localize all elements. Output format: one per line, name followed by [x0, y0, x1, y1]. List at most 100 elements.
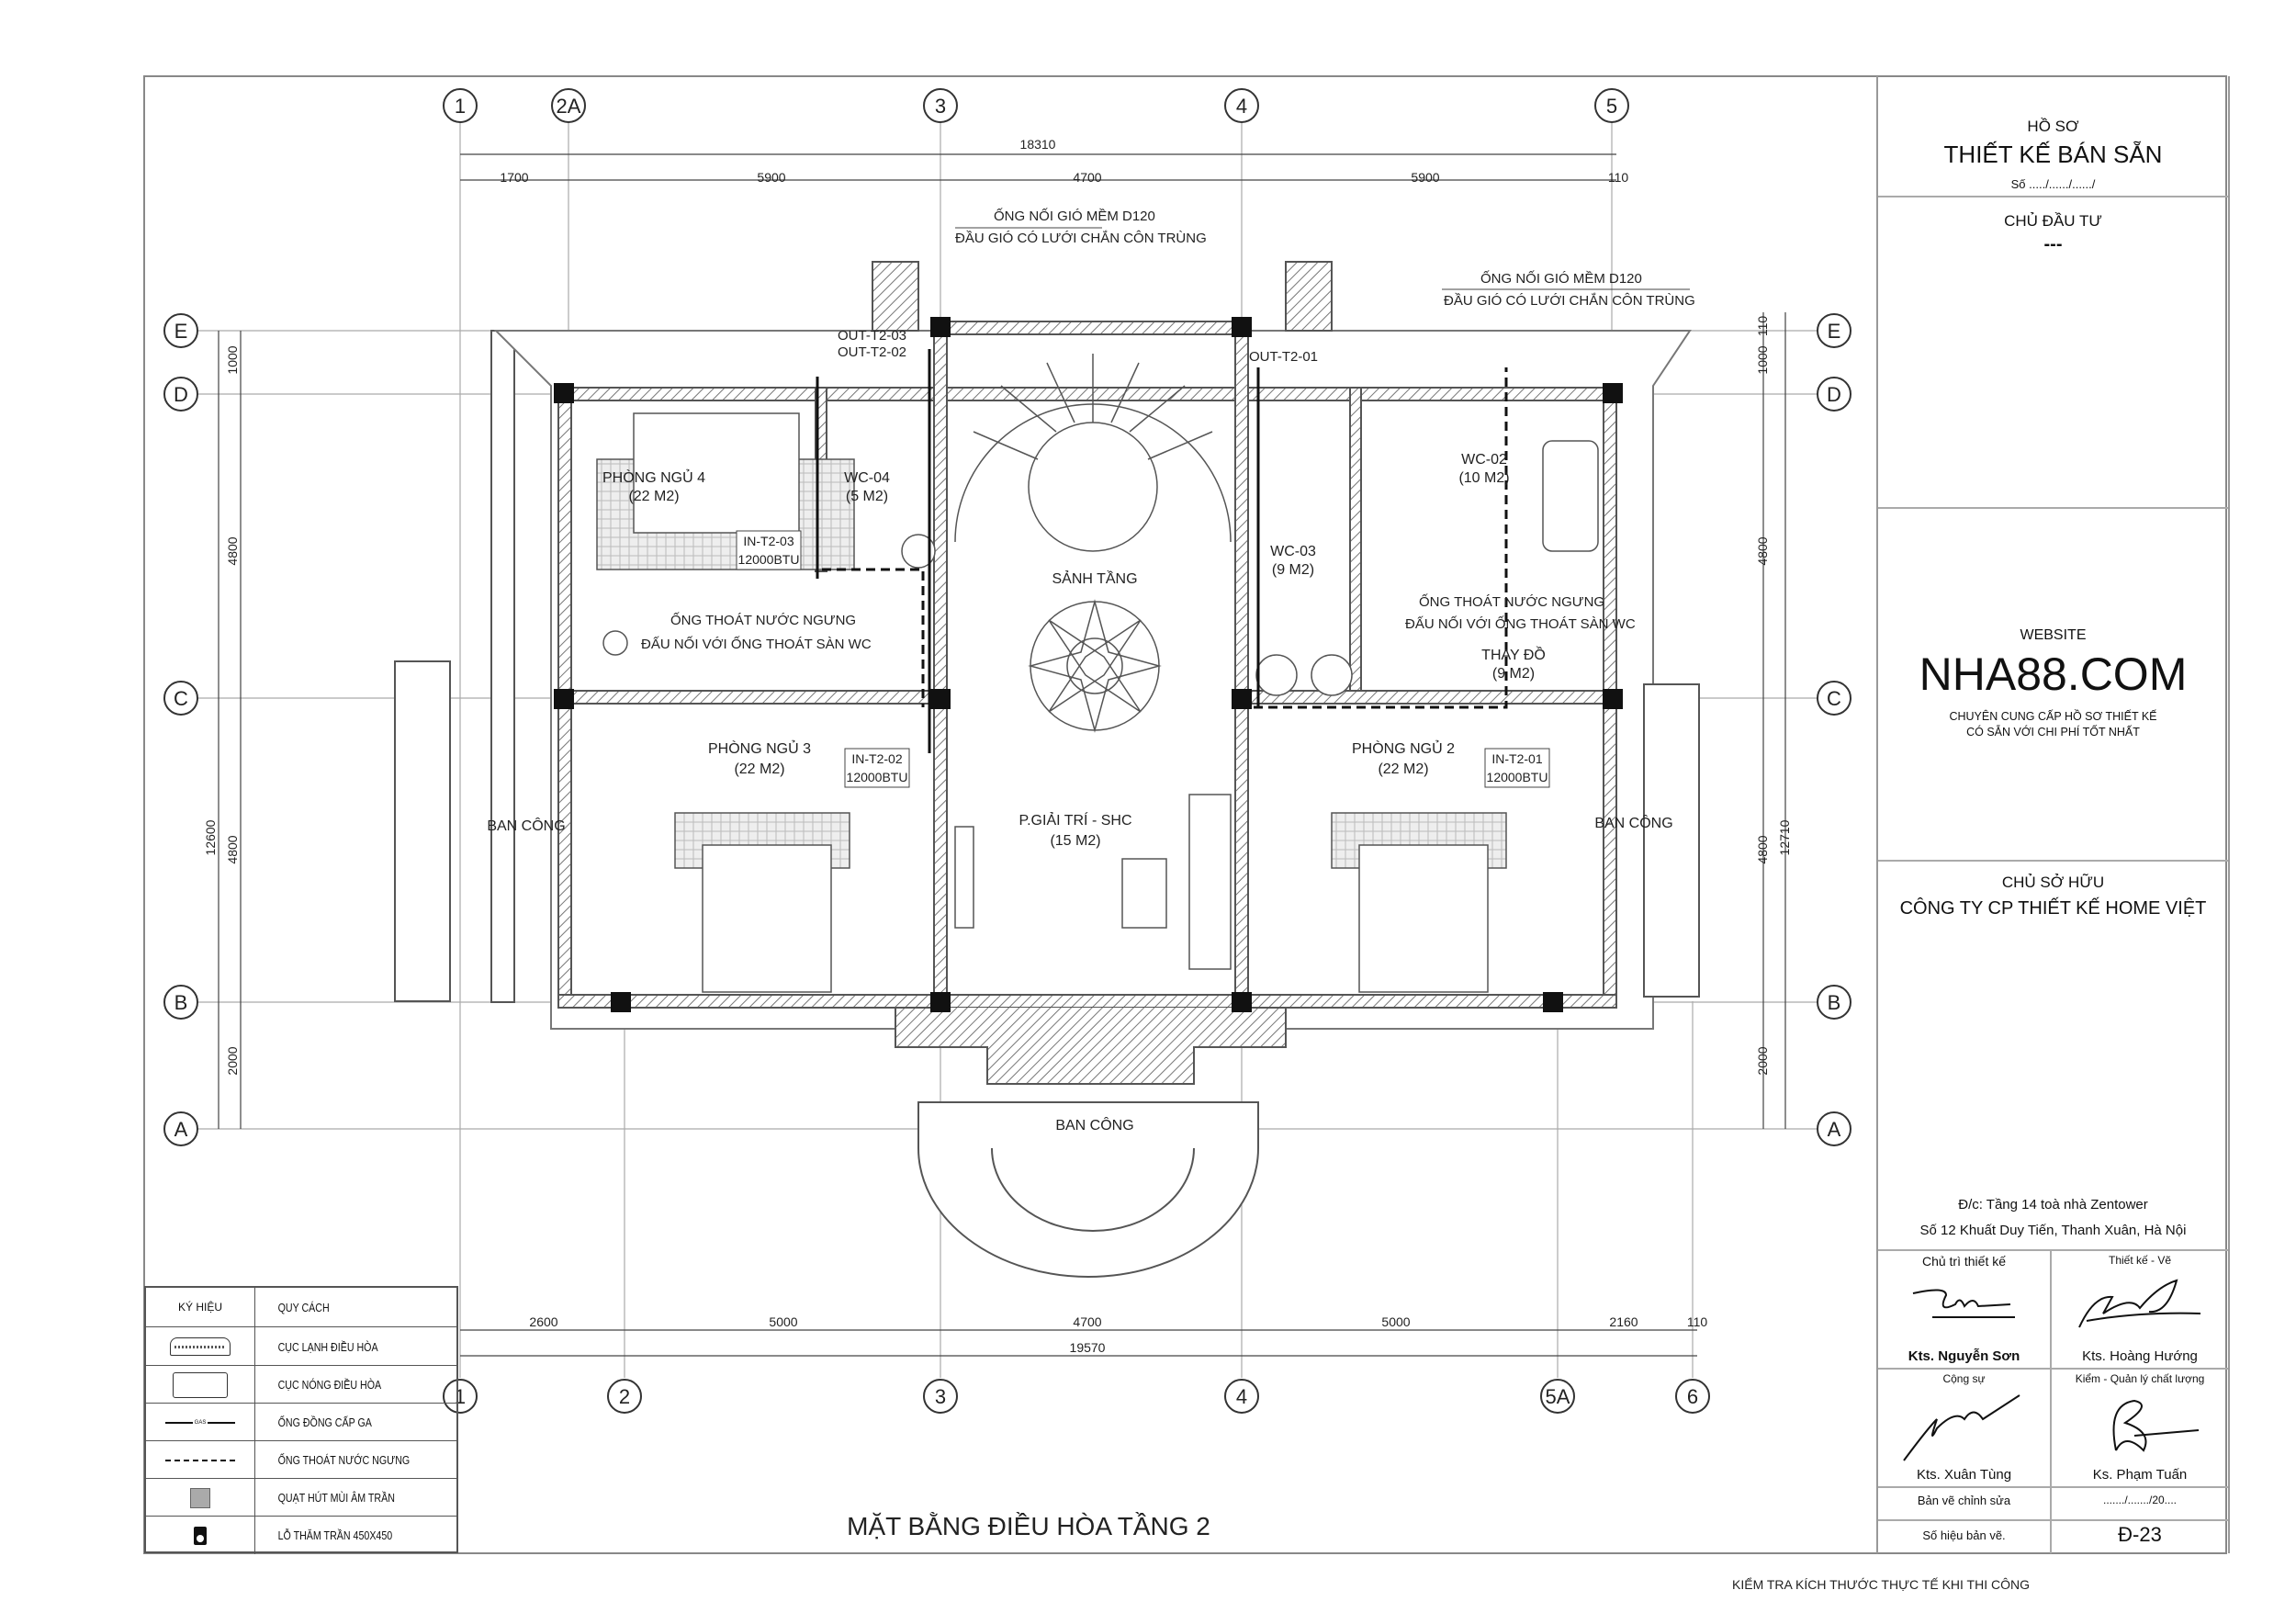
svg-text:(22 M2): (22 M2)	[734, 761, 784, 777]
dim-value: 5900	[757, 170, 785, 185]
svg-text:D: D	[1827, 383, 1841, 406]
dim-value: 1000	[225, 345, 240, 374]
axis-bubble: 4	[1224, 88, 1259, 123]
owner-label: CHỦ SỞ HỮU	[2001, 874, 2105, 891]
axis-bubbles-top: 1 2A 3 4 5	[443, 88, 1629, 123]
room-label: P.GIẢI TRÍ - SHC(15 M2)	[1019, 811, 1132, 849]
svg-text:2A: 2A	[557, 95, 581, 118]
gas-pipes	[816, 349, 1260, 753]
room-label: BAN CÔNG	[1594, 814, 1672, 831]
svg-text:(9 M2): (9 M2)	[1272, 562, 1314, 578]
columns	[554, 317, 1623, 1012]
owner-value: CÔNG TY CP THIẾT KẾ HOME VIỆT	[1899, 898, 2207, 919]
dim-right-total: 12710	[1777, 819, 1792, 855]
svg-text:P.GIẢI TRÍ - SHC: P.GIẢI TRÍ - SHC	[1019, 811, 1132, 829]
floor-star-medallion	[1028, 599, 1162, 733]
title-block: HỒ SƠ THIẾT KẾ BÁN SẴN Số ...../....../.…	[1876, 76, 2230, 1553]
dim-value: 4700	[1073, 1314, 1101, 1329]
svg-text:SẢNH TẦNG: SẢNH TẦNG	[1052, 570, 1137, 587]
dim-value: 2000	[225, 1046, 240, 1075]
outdoor-unit-tags: OUT-T2-03 OUT-T2-02 OUT-T2-01	[838, 328, 1318, 365]
svg-text:A: A	[174, 1118, 188, 1141]
svg-text:(22 M2): (22 M2)	[628, 489, 679, 504]
svg-text:B: B	[174, 991, 188, 1014]
svg-text:D: D	[174, 383, 188, 406]
axis-bubble: 4	[1224, 1379, 1259, 1414]
axis-bubble: E	[1817, 313, 1851, 348]
legend-row: CỤC NÓNG ĐIỀU HÒA	[146, 1365, 456, 1404]
address-line-1: Đ/c: Tầng 14 toà nhà Zentower	[1958, 1197, 2148, 1212]
room-label: BAN CÔNG	[1055, 1116, 1133, 1133]
axis-bubble: B	[1817, 985, 1851, 1020]
axis-bubble: 2	[607, 1379, 642, 1414]
svg-text:OUT-T2-03: OUT-T2-03	[838, 328, 906, 344]
sheet-border	[143, 75, 2227, 1554]
axis-bubble: C	[1817, 681, 1851, 716]
svg-text:ỐNG THOÁT NƯỚC NGƯNG: ỐNG THOÁT NƯỚC NGƯNG	[670, 612, 856, 628]
svg-text:WC-02: WC-02	[1461, 452, 1507, 468]
indoor-unit-tag: IN-T2-01 12000BTU	[1484, 748, 1550, 788]
indoor-unit-tag: IN-T2-03 12000BTU	[736, 530, 802, 570]
room-label: WC-02 (10 M2)	[1458, 452, 1509, 486]
dim-value: 1700	[500, 170, 528, 185]
dim-value: 110	[1608, 170, 1629, 185]
svg-text:4: 4	[1236, 95, 1247, 118]
legend-table: KÝ HIỆU QUY CÁCH CỤC LẠNH ĐIỀU HÒA CỤC N…	[144, 1286, 458, 1554]
axis-bubble: A	[1817, 1111, 1851, 1146]
tagline-line-2: CÓ SẴN VỚI CHI PHÍ TỐT NHẤT	[1966, 726, 2140, 739]
svg-text:12000BTU: 12000BTU	[738, 552, 800, 567]
svg-text:ĐẦU GIÓ CÓ LƯỚI CHẮN CÔN TRÙNG: ĐẦU GIÓ CÓ LƯỚI CHẮN CÔN TRÙNG	[955, 230, 1207, 246]
dim-value: 2160	[1609, 1314, 1638, 1329]
dim-value: 4800	[225, 835, 240, 863]
svg-text:B: B	[1828, 991, 1841, 1014]
dim-value: 4800	[225, 536, 240, 565]
investor-label: CHỦ ĐẦU TƯ	[2004, 212, 2102, 230]
axis-bubble: 5	[1594, 88, 1629, 123]
room-label: PHÒNG NGỦ 2(22 M2)	[1352, 739, 1455, 777]
axis-bubbles-right: E D C B A	[1817, 313, 1851, 1146]
svg-text:IN-T2-02: IN-T2-02	[851, 751, 902, 766]
svg-text:IN-T2-01: IN-T2-01	[1491, 751, 1542, 766]
axis-bubble: 5A	[1540, 1379, 1575, 1414]
svg-text:(10 M2): (10 M2)	[1458, 470, 1509, 486]
dim-value: 110	[1687, 1314, 1708, 1329]
room-label: WC-04(5 M2)	[844, 470, 890, 504]
dimension-lines	[218, 153, 1786, 1357]
website-value[interactable]: NHA88.COM	[1919, 648, 2188, 700]
svg-text:3: 3	[935, 95, 946, 118]
svg-text:(22 M2): (22 M2)	[1378, 761, 1428, 777]
axis-bubble: D	[163, 377, 198, 412]
svg-text:6: 6	[1687, 1385, 1698, 1408]
svg-text:IN-T2-03: IN-T2-03	[743, 534, 793, 548]
room-label: BAN CÔNG	[487, 817, 565, 834]
axis-bubble: E	[163, 313, 198, 348]
axis-bubble: D	[1817, 377, 1851, 412]
legend-row: QUẠT HÚT MÙI ÂM TRẦN	[146, 1478, 456, 1517]
dim-value: 2000	[1755, 1046, 1770, 1075]
svg-text:12000BTU: 12000BTU	[1487, 770, 1548, 784]
axis-bubble: C	[163, 681, 198, 716]
axis-bubble: 1	[443, 1379, 478, 1414]
footer-note: KIỂM TRA KÍCH THƯỚC THỰC TẾ KHI THI CÔNG	[1732, 1576, 2030, 1592]
axis-bubbles-left: E D C B A	[163, 313, 198, 1146]
svg-text:(9 M2): (9 M2)	[1492, 666, 1535, 682]
dim-value: 110	[1755, 316, 1770, 337]
svg-text:3: 3	[935, 1385, 946, 1408]
dim-value: 5900	[1411, 170, 1439, 185]
svg-text:BAN CÔNG: BAN CÔNG	[1055, 1116, 1133, 1133]
spiral-stair	[954, 354, 1232, 552]
annotations: ỐNG NỐI GIÓ MỀM D120 ĐẦU GIÓ CÓ LƯỚI CHẮ…	[641, 208, 1695, 652]
svg-text:BAN CÔNG: BAN CÔNG	[487, 817, 565, 834]
dimension-values: 18310 1700 5900 4700 5900 110 2600 5000 …	[203, 137, 1792, 1355]
dim-value: 1000	[1755, 345, 1770, 374]
legend-row: ỐNG THOÁT NƯỚC NGƯNG	[146, 1440, 456, 1479]
outdoor-unit-icon	[173, 1371, 228, 1398]
svg-text:PHÒNG NGỦ 3: PHÒNG NGỦ 3	[708, 739, 811, 757]
svg-text:THAY ĐỒ: THAY ĐỒ	[1481, 646, 1546, 663]
axis-bubble: 3	[923, 88, 958, 123]
room-labels: PHÒNG NGỦ 4(22 M2) WC-04(5 M2) SẢNH TẦNG…	[487, 452, 1672, 1133]
svg-text:WC-04: WC-04	[844, 470, 890, 486]
drain-pipe-icon	[165, 1459, 235, 1461]
legend-header-symbol: KÝ HIỆU	[146, 1288, 255, 1326]
